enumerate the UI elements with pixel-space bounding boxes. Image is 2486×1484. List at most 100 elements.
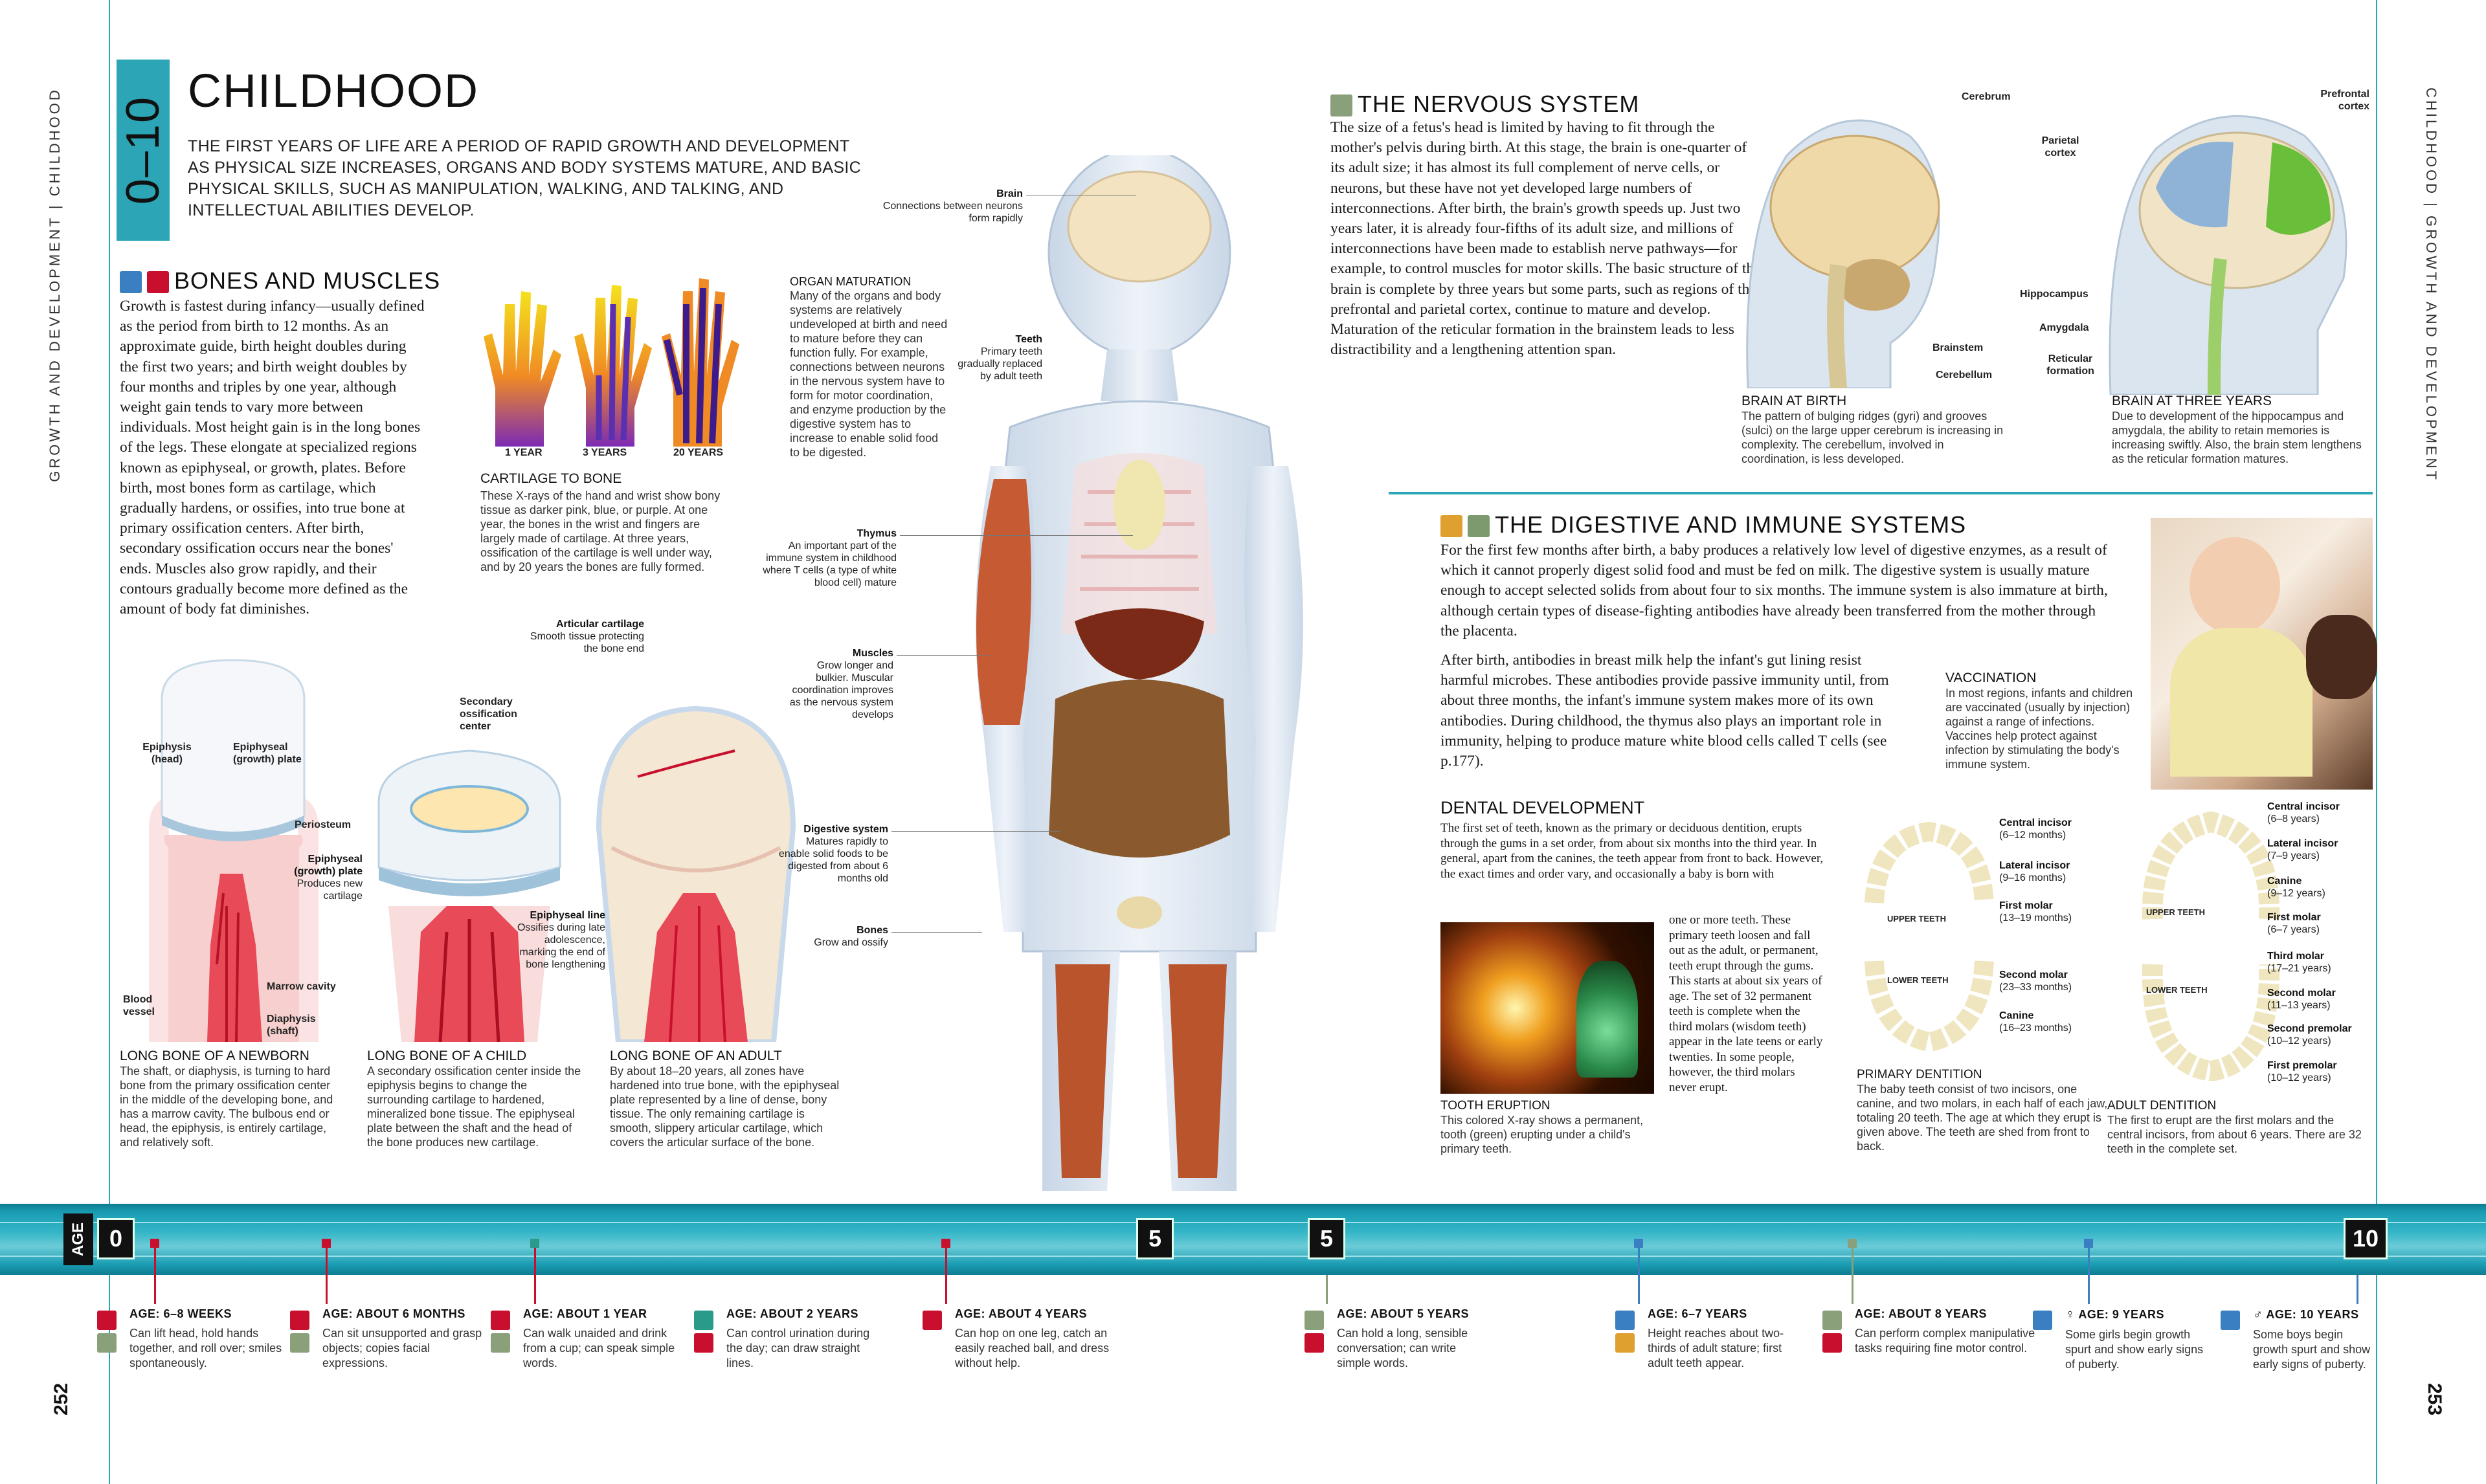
running-head-left: GROWTH AND DEVELOPMENT | CHILDHOOD xyxy=(47,87,63,482)
primary-tooth-5-name: Canine xyxy=(1999,1010,2034,1021)
tooth-eruption-text: This colored X-ray shows a permanent, to… xyxy=(1440,1114,1644,1155)
digestive-body-narrow: After birth, antibodies in breast milk h… xyxy=(1440,652,1889,770)
adult-tooth-2-age: (7–9 years) xyxy=(2267,850,2320,861)
label-hippocampus: Hippocampus xyxy=(2020,289,2088,300)
connector-2 xyxy=(326,1243,328,1304)
digestive-label-title: Digestive system xyxy=(803,824,888,835)
dental-body-top: The first set of teeth, known as the pri… xyxy=(1440,821,1824,881)
caption-adult-text: By about 18–20 years, all zones have har… xyxy=(610,1065,840,1149)
timeline-event-7: AGE: 6–7 YEARS Height reaches about two-… xyxy=(1648,1307,1809,1371)
nervous-heading-text: THE NERVOUS SYSTEM xyxy=(1358,91,1640,117)
growth-icon xyxy=(2221,1311,2240,1330)
hand-xrays xyxy=(469,265,741,460)
connector-dot-3 xyxy=(530,1239,539,1248)
bones-heading: BONES AND MUSCLES xyxy=(120,267,440,294)
timeline-event-6: AGE: ABOUT 5 YEARS Can hold a long, sens… xyxy=(1337,1307,1492,1371)
growth-icon xyxy=(1615,1311,1635,1330)
motor-icon xyxy=(97,1311,117,1330)
timeline-marker-10: 10 xyxy=(2344,1218,2388,1259)
primary-dentition-caption: PRIMARY DENTITION The baby teeth consist… xyxy=(1857,1068,2116,1153)
bones-label-title: Bones xyxy=(857,925,888,936)
brain-icon xyxy=(1822,1311,1842,1330)
adult-tooth-8-name: First premolar xyxy=(2267,1060,2337,1071)
adult-tooth-3-name: Canine xyxy=(2267,876,2302,887)
label-periosteum: Periosteum xyxy=(295,819,352,830)
label-prefrontal: Prefrontal cortex xyxy=(2320,89,2369,112)
primary-tooth-4-name: Second molar xyxy=(1999,969,2068,980)
adult-tooth-4-name: First molar xyxy=(2267,912,2321,923)
event-9-title: ♀ AGE: 9 YEARS xyxy=(2065,1307,2214,1322)
chapter-intro: THE FIRST YEARS OF LIFE ARE A PERIOD OF … xyxy=(188,137,861,219)
primary-tooth-4-age: (23–33 months) xyxy=(1999,982,2072,993)
digestive-body-wide: For the first few months after birth, a … xyxy=(1440,542,2108,639)
event-10-text: Some boys begin growth spurt and show ea… xyxy=(2253,1328,2371,1371)
adult-tooth-8-age: (10–12 years) xyxy=(2267,1072,2331,1083)
adult-tooth-7-name: Second premolar xyxy=(2267,1023,2352,1034)
primary-tooth-1: Central incisor(6–12 months) xyxy=(1999,817,2072,841)
adult-tooth-5: Third molar(17–21 years) xyxy=(2267,950,2331,975)
brain-three-title: BRAIN AT THREE YEARS xyxy=(2112,393,2272,408)
vaccination-photo xyxy=(2151,518,2377,790)
adult-tooth-7: Second premolar(10–12 years) xyxy=(2267,1023,2352,1047)
age-timeline: AGE 0 5 5 10 xyxy=(0,1204,2486,1275)
child-plate-title: Epiphyseal (growth) plate xyxy=(294,854,363,877)
adult-tooth-5-age: (17–21 years) xyxy=(2267,963,2331,974)
connector-8 xyxy=(2088,1243,2090,1304)
brain-icon xyxy=(491,1333,510,1353)
organ-maturation: ORGAN MATURATION Many of the organs and … xyxy=(790,275,948,460)
caption-adult-title: LONG BONE OF AN ADULT xyxy=(610,1048,782,1063)
primary-tooth-2-name: Lateral incisor xyxy=(1999,860,2070,871)
adult-tooth-2: Lateral incisor(7–9 years) xyxy=(2267,837,2338,862)
bladder-icon xyxy=(694,1311,713,1330)
primary-dentition-diagram xyxy=(1864,821,1994,1052)
adult-tooth-3-age: (9–12 years) xyxy=(2267,888,2325,899)
motor-icon xyxy=(290,1311,309,1330)
articular-title: Articular cartilage xyxy=(555,619,644,630)
event-3-text: Can walk unaided and drink from a cup; c… xyxy=(523,1327,675,1369)
brain-birth-title: BRAIN AT BIRTH xyxy=(1741,393,1847,408)
label-blood-vessel: Blood vessel xyxy=(123,994,155,1017)
connector-dot-2 xyxy=(322,1239,331,1248)
xray-label-1-year: 1 YEAR xyxy=(505,447,543,458)
brain-three-caption: BRAIN AT THREE YEARS Due to development … xyxy=(2112,393,2371,466)
caption-adult: LONG BONE OF AN ADULT By about 18–20 yea… xyxy=(610,1048,840,1149)
label-epiphyseal-plate: Epiphyseal (growth) plate xyxy=(233,742,302,765)
connector-4 xyxy=(945,1243,947,1304)
child-bone-illustration xyxy=(377,749,561,1042)
event-7-text: Height reaches about two-thirds of adult… xyxy=(1648,1327,1784,1369)
right-gutter: CHILDHOOD | GROWTH AND DEVELOPMENT 253 xyxy=(2376,0,2486,1484)
nurse-hand xyxy=(2306,615,2377,699)
primary-tooth-5: Canine(16–23 months) xyxy=(1999,1010,2072,1034)
adult-bone-illustration xyxy=(596,705,796,1042)
vaccination-caption: VACCINATION In most regions, infants and… xyxy=(1945,670,2133,771)
digestive-heading-text: THE DIGESTIVE AND IMMUNE SYSTEMS xyxy=(1495,511,1967,538)
timeline-event-3: AGE: ABOUT 1 YEAR Can walk unaided and d… xyxy=(523,1307,678,1371)
connector-dot-8 xyxy=(2084,1239,2093,1248)
adult-tooth-2-name: Lateral incisor xyxy=(2267,838,2338,849)
event-6-text: Can hold a long, sensible conversation; … xyxy=(1337,1327,1468,1369)
event-10-title: ♂ AGE: 10 YEARS xyxy=(2253,1307,2376,1322)
vaccination-title: VACCINATION xyxy=(1945,670,2037,685)
brain-at-birth-illustration xyxy=(1746,119,1940,388)
articular-text: Smooth tissue protecting the bone end xyxy=(530,631,644,654)
teeth-label-title: Teeth xyxy=(1015,334,1042,345)
teeth-label-text: Primary teeth gradually replaced by adul… xyxy=(957,346,1042,382)
muscles-label-text: Grow longer and bulkier. Muscular coordi… xyxy=(789,660,893,720)
female-icon: ♀ xyxy=(2065,1307,2076,1322)
primary-dentition-text: The baby teeth consist of two incisors, … xyxy=(1857,1083,2108,1153)
chapter-title: CHILDHOOD xyxy=(188,65,480,117)
brain-label-title: Brain xyxy=(996,188,1023,199)
timeline-event-2: AGE: ABOUT 6 MONTHS Can sit unsupported … xyxy=(322,1307,484,1371)
adult-tooth-4-age: (6–7 years) xyxy=(2267,924,2320,935)
event-4-text: Can control urination during the day; ca… xyxy=(726,1327,870,1369)
age-tag: AGE xyxy=(63,1213,93,1265)
brain-birth-text: The pattern of bulging ridges (gyri) and… xyxy=(1741,410,2004,465)
label-cerebrum: Cerebrum xyxy=(1962,91,2011,102)
connector-dot-7 xyxy=(1848,1239,1857,1248)
event-4-title: AGE: ABOUT 2 YEARS xyxy=(726,1307,859,1320)
